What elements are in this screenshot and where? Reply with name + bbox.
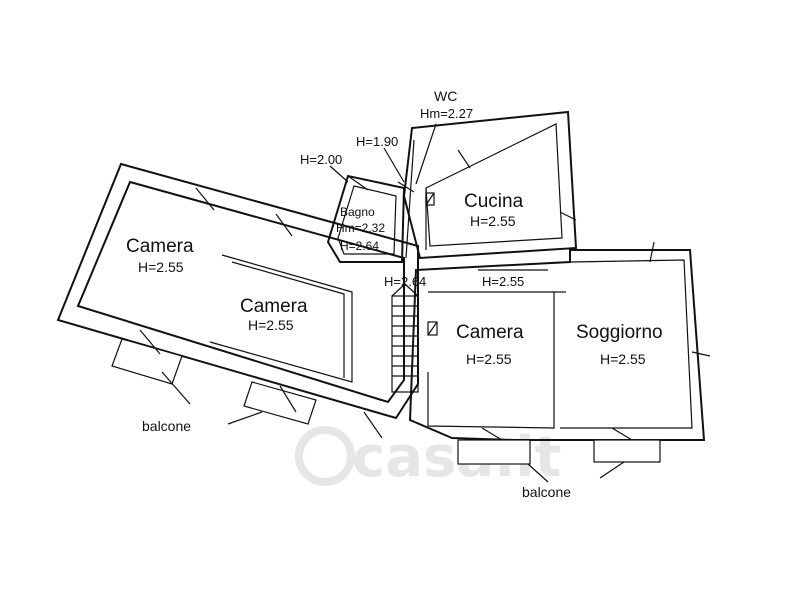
height-label-190: H=1.90 — [356, 134, 398, 149]
bagno-height2: H=2.64 — [340, 239, 379, 253]
bagno-name: Bagno — [340, 205, 375, 219]
camera-right-height: H=2.55 — [466, 351, 512, 367]
cucina-name: Cucina — [464, 191, 524, 212]
right-balconies — [457, 439, 661, 465]
bagno-height: Hm=2.32 — [336, 221, 385, 235]
left-balconies — [111, 338, 317, 425]
kitchen-block-walls — [402, 110, 578, 260]
height-label-200: H=2.00 — [300, 152, 342, 167]
staircase — [391, 283, 419, 393]
camera-left-name: Camera — [126, 236, 194, 257]
passage-height: H=2.55 — [482, 274, 524, 289]
corridor-height: H=2.64 — [384, 274, 426, 289]
right-block-walls — [408, 249, 706, 441]
soggiorno-name: Soggiorno — [576, 322, 663, 343]
camera-mid-height: H=2.55 — [248, 317, 294, 333]
wc-height: Hm=2.27 — [420, 106, 473, 121]
wc-name: WC — [434, 88, 457, 104]
soggiorno-height: H=2.55 — [600, 351, 646, 367]
bagno-walls — [326, 174, 406, 263]
camera-right-name: Camera — [456, 322, 524, 343]
cucina-height: H=2.55 — [470, 213, 516, 229]
left-wing-walls — [56, 162, 419, 420]
camera-mid-name: Camera — [240, 296, 308, 317]
leader-lines — [161, 123, 625, 483]
camera-left-height: H=2.55 — [138, 259, 184, 275]
balcone-right-label: balcone — [522, 484, 571, 500]
window-markers — [139, 149, 711, 441]
balcone-left-label: balcone — [142, 418, 191, 434]
